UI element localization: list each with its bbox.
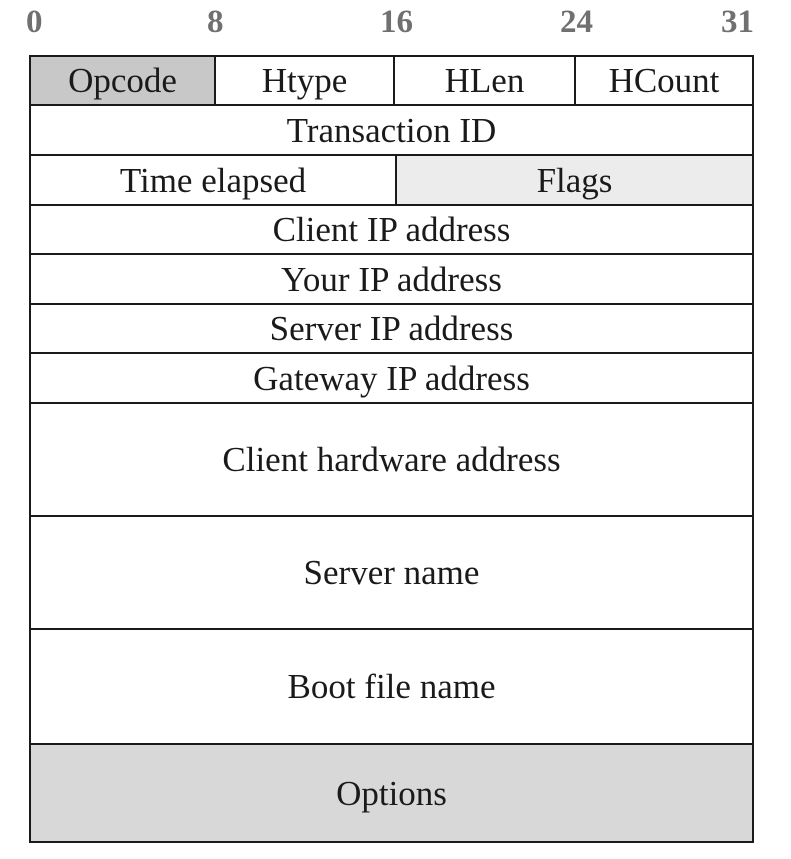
field-htype: Htype <box>214 57 393 104</box>
field-hlen: HLen <box>393 57 574 104</box>
row-server-name: Server name <box>31 517 752 630</box>
field-client-hardware-address: Client hardware address <box>222 440 561 479</box>
row-gateway-ip: Gateway IP address <box>31 354 752 404</box>
field-server-ip-address: Server IP address <box>269 309 514 348</box>
field-time-elapsed: Time elapsed <box>119 160 307 200</box>
field-your-ip-address: Your IP address <box>281 259 502 299</box>
field-gateway-ip-address: Gateway IP address <box>253 358 530 398</box>
field-opcode: Opcode <box>31 57 214 104</box>
row-your-ip: Your IP address <box>31 255 752 305</box>
field-server-name: Server name <box>303 553 480 592</box>
row-client-hardware: Client hardware address <box>31 404 752 517</box>
row-options: Options <box>31 745 752 841</box>
bit-label-8: 8 <box>207 4 224 40</box>
row-client-ip: Client IP address <box>31 206 752 255</box>
bit-label-24: 24 <box>560 4 593 40</box>
bit-label-31: 31 <box>721 4 754 40</box>
bit-label-0: 0 <box>26 4 43 40</box>
bit-label-16: 16 <box>380 4 413 40</box>
packet-format-table: Opcode Htype HLen HCount Transaction ID … <box>29 55 754 843</box>
field-transaction-id: Transaction ID <box>286 110 497 150</box>
field-client-ip-address: Client IP address <box>272 210 511 249</box>
field-flags: Flags <box>395 156 752 204</box>
field-boot-file-name: Boot file name <box>287 667 496 706</box>
row-transaction-id: Transaction ID <box>31 106 752 156</box>
field-options: Options <box>31 745 752 841</box>
bit-position-ruler: 0 8 16 24 31 <box>0 0 791 58</box>
row-time-flags: Time elapsed Flags <box>31 156 752 206</box>
row-boot-file: Boot file name <box>31 630 752 745</box>
row-server-ip: Server IP address <box>31 305 752 354</box>
field-hcount: HCount <box>574 57 752 104</box>
row-header-fields: Opcode Htype HLen HCount <box>31 57 752 106</box>
